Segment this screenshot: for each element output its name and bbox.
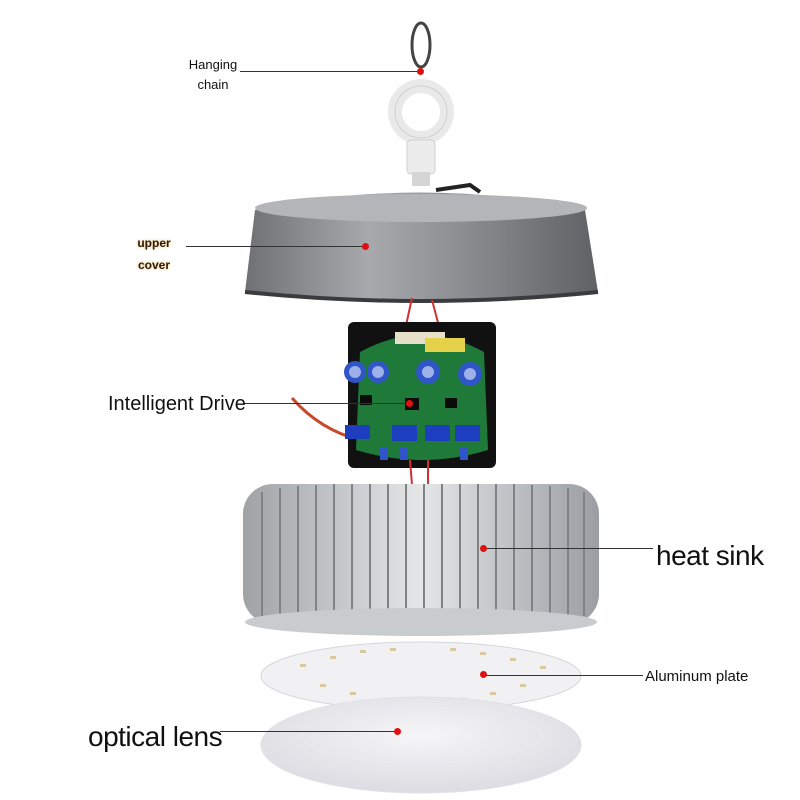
label-upper-cover: upper cover xyxy=(128,232,180,276)
pointer-dot-heat-sink xyxy=(480,545,487,552)
aluminum-plate xyxy=(260,641,582,711)
leader-line-intelligent-drive xyxy=(245,403,410,404)
label-aluminum-plate: Aluminum plate xyxy=(645,668,749,685)
label-hanging-chain: Hanging chain xyxy=(178,55,248,95)
label-hanging-chain-line1: Hanging xyxy=(188,57,238,72)
leader-line-heat-sink xyxy=(483,548,653,549)
pointer-dot-aluminum-plate xyxy=(480,671,487,678)
label-hanging-chain-line2: chain xyxy=(197,77,229,92)
label-intelligent-drive: Intelligent Drive xyxy=(108,393,246,415)
leader-line-hanging-chain xyxy=(240,71,420,72)
intelligent-drive-pcb xyxy=(344,322,496,488)
label-optical-lens: optical lens xyxy=(88,721,223,752)
leader-line-optical-lens xyxy=(220,731,398,732)
heat-sink xyxy=(243,484,599,636)
label-upper-cover-line1: upper xyxy=(137,236,171,250)
pointer-dot-intelligent-drive xyxy=(406,400,413,407)
label-heat-sink: heat sink xyxy=(656,540,764,571)
optical-lens xyxy=(260,696,582,794)
pointer-dot-upper-cover xyxy=(362,243,369,250)
pointer-dot-optical-lens xyxy=(394,728,401,735)
label-upper-cover-line2: cover xyxy=(137,258,171,272)
hanging-chain xyxy=(388,21,482,194)
pointer-dot-hanging-chain xyxy=(417,68,424,75)
leader-line-aluminum-plate xyxy=(483,675,643,676)
upper-cover xyxy=(244,192,599,303)
leader-line-upper-cover xyxy=(186,246,366,247)
